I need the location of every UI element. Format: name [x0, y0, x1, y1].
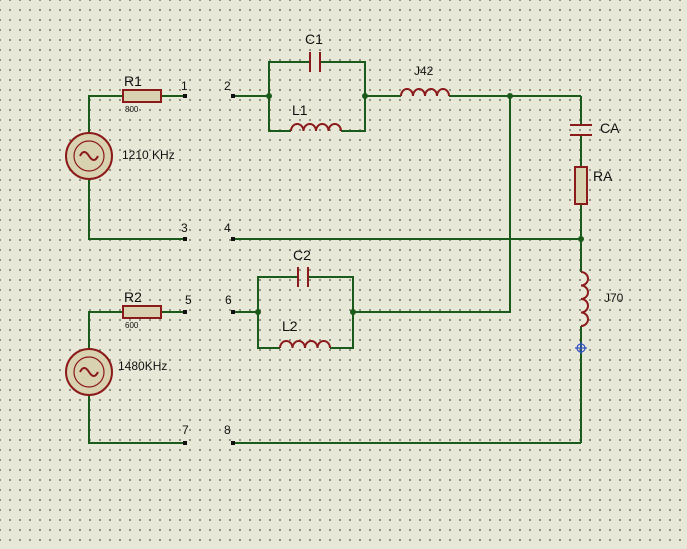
probe-marker-icon[interactable] [575, 342, 587, 354]
sine-wave-icon [79, 151, 99, 161]
terminal-pin-5[interactable] [183, 310, 187, 314]
terminal-label: 3 [181, 221, 188, 235]
resistor-ra[interactable]: RA [574, 166, 613, 205]
junction-dot [362, 93, 368, 99]
terminal-label: 5 [185, 293, 192, 307]
resistor-r1-value: 800 [125, 105, 139, 114]
wire-tank2-left-top [257, 276, 298, 312]
ac-source-inner-ring [73, 356, 105, 388]
capacitor-c2-label: C2 [293, 247, 311, 263]
terminal-labels: 1 2 3 4 5 6 7 8 [181, 79, 232, 437]
resistor-r2-label: R2 [124, 289, 142, 305]
junction-dot [507, 93, 513, 99]
terminal-pins [183, 94, 235, 445]
terminal-pin-8[interactable] [231, 441, 235, 445]
wire-node-tank2 [353, 96, 511, 313]
resistor-r2-body [122, 305, 162, 319]
inductor-j70-coil [580, 271, 589, 327]
wire-tank2-right-top [308, 276, 354, 312]
resistor-ra-label: RA [593, 168, 613, 184]
inductor-l2-label: L2 [282, 318, 298, 334]
wire-tank1-right-bottom [341, 96, 366, 132]
inductor-l2-coil [279, 340, 331, 349]
inductor-l2[interactable]: L2 [279, 318, 331, 349]
wire-tank1-left-bottom [268, 96, 291, 132]
capacitor-c2[interactable]: C2 [293, 247, 311, 287]
resistor-r2-value: 600 [125, 321, 139, 330]
terminal-label: 8 [224, 423, 231, 437]
wire-tank1-right-top [320, 61, 366, 96]
terminal-label: 1 [181, 79, 188, 93]
inductor-l1-label: L1 [292, 102, 308, 118]
wire-v1-t3 [88, 179, 186, 240]
wire-v2-r2 [88, 311, 123, 349]
terminal-label: 4 [224, 221, 231, 235]
wire-v1-r1 [88, 95, 123, 133]
terminal-pin-6[interactable] [231, 310, 235, 314]
sine-wave-icon [79, 367, 99, 377]
terminal-pin-2[interactable] [231, 94, 235, 98]
junction-dot [578, 236, 584, 242]
resistor-r1-label: R1 [124, 73, 142, 89]
junction-dot [255, 309, 261, 315]
resistor-r1-body [122, 89, 162, 103]
terminal-pin-3[interactable] [183, 237, 187, 241]
capacitor-ca-label: CA [600, 120, 620, 136]
wire-tank2-left-bottom [257, 312, 280, 349]
ac-source-v1-label: 1210 KHz [122, 148, 175, 162]
ac-source-v2[interactable]: 1480KHz [65, 348, 167, 396]
junction-dot [266, 93, 272, 99]
ac-source-v2-label: 1480KHz [118, 359, 167, 373]
ac-source-inner-ring [73, 140, 105, 172]
capacitor-c1-label: C1 [305, 31, 323, 47]
inductor-l1-coil [290, 123, 342, 132]
resistor-r1[interactable]: R1 800 [122, 73, 162, 114]
network-wires [233, 61, 582, 444]
source1-circuit [88, 95, 186, 240]
inductor-j42[interactable]: J42 [400, 64, 450, 97]
ac-source-v1[interactable]: 1210 KHz [65, 132, 175, 180]
capacitor-c1[interactable]: C1 [305, 31, 323, 72]
terminal-label: 2 [224, 79, 231, 93]
inductor-j70-label: J70 [604, 291, 624, 305]
terminal-pin-4[interactable] [231, 237, 235, 241]
source2-circuit [88, 311, 186, 444]
inductor-l1[interactable]: L1 [290, 102, 342, 132]
inductor-j42-coil [400, 88, 450, 97]
terminal-pin-1[interactable] [183, 94, 187, 98]
inductor-j70[interactable]: J70 [580, 271, 624, 327]
wire-v2-t7 [88, 395, 186, 444]
terminal-label: 6 [225, 293, 232, 307]
terminal-pin-7[interactable] [183, 441, 187, 445]
junction-dots [255, 93, 584, 315]
terminal-label: 7 [182, 423, 189, 437]
capacitor-ca[interactable]: CA [570, 120, 620, 136]
resistor-ra-body [574, 166, 588, 205]
wire-tank2-right-bottom [330, 312, 354, 349]
resistor-r2[interactable]: R2 600 [122, 289, 162, 330]
inductor-j42-label: J42 [414, 64, 434, 78]
junction-dot [350, 309, 356, 315]
wire-tank1-left-top [268, 61, 310, 96]
